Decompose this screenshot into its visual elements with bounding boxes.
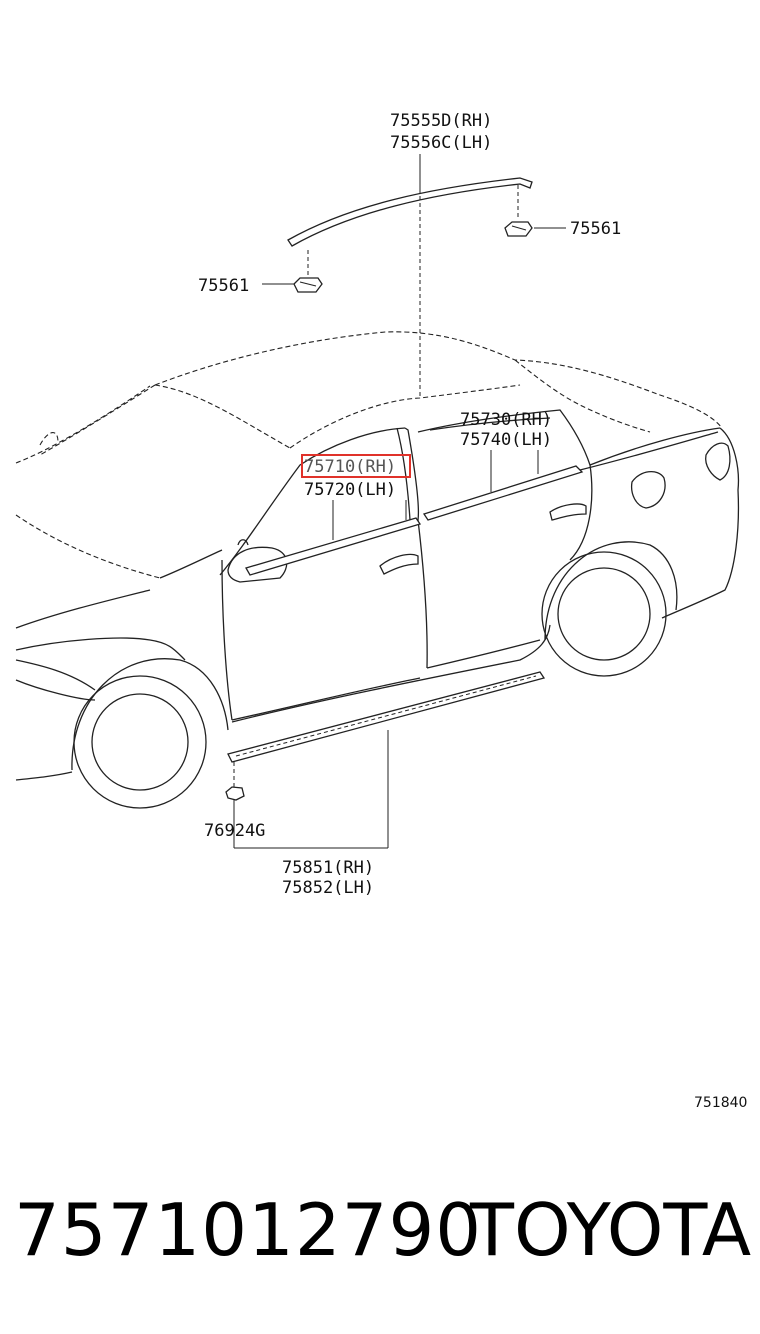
callout-front-door-rh: 75710(RH) — [304, 457, 396, 477]
highlight-box — [301, 454, 411, 478]
figure-reference: 751840 — [694, 1095, 747, 1111]
callout-rocker-clip: 76924G — [204, 821, 265, 841]
callout-clip-right: 75561 — [570, 219, 621, 239]
callout-rocker-rh: 75851(RH) — [282, 858, 374, 878]
brand-name: TOYOTA — [470, 1188, 752, 1272]
car-body — [15, 331, 740, 809]
rocker-moulding — [227, 671, 546, 763]
callout-rocker-lh: 75852(LH) — [282, 878, 374, 898]
callout-roof-lh: 75556C(LH) — [390, 133, 492, 153]
roof-moulding — [287, 177, 533, 247]
roof-clip-right — [504, 221, 533, 237]
callout-rear-door-rh: 75730(RH) — [460, 410, 552, 430]
rear-door-belt-moulding — [422, 465, 584, 521]
roof-clip-left — [293, 277, 323, 293]
callout-rear-door-lh: 75740(LH) — [460, 430, 552, 450]
front-door-belt-moulding — [245, 517, 422, 576]
rocker-clip — [225, 786, 245, 801]
leader-lines — [233, 154, 566, 849]
callout-clip-left: 75561 — [198, 276, 249, 296]
callout-roof-rh: 75555D(RH) — [390, 111, 492, 131]
callout-front-door-lh: 75720(LH) — [304, 480, 396, 500]
part-number: 7571012790 — [14, 1188, 483, 1272]
